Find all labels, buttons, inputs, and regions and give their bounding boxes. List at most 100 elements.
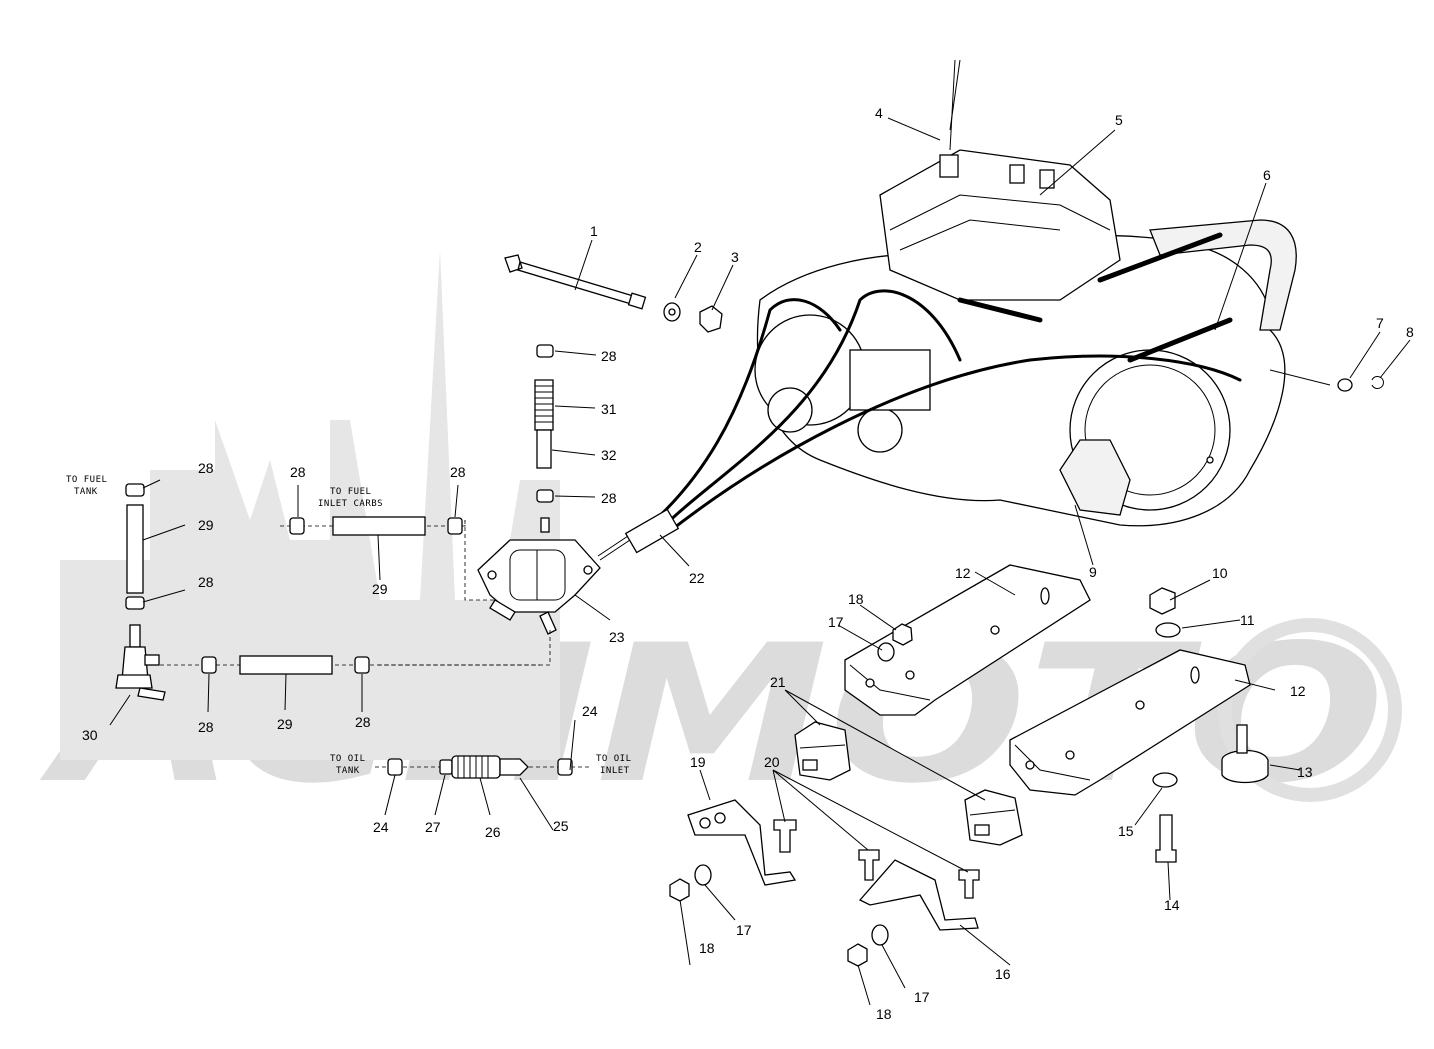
notes: TO FUEL TANK TO FUEL INLET CARBS TO OIL …: [66, 475, 632, 776]
callout-18c: 18: [876, 1006, 892, 1022]
callout-6: 6: [1263, 167, 1271, 183]
callout-17c: 17: [914, 989, 930, 1005]
callout-28e: 28: [290, 464, 306, 480]
fuel-tank-line: [115, 483, 166, 701]
clamp-24-left: [387, 758, 403, 776]
callout-28c: 28: [198, 460, 214, 476]
damper-13: [1221, 749, 1269, 784]
callout-8: 8: [1406, 324, 1414, 340]
washer-17-left: [694, 864, 712, 886]
callout-19: 19: [690, 754, 706, 770]
clamp-28-supply-left: [201, 656, 217, 674]
callout-26: 26: [485, 824, 501, 840]
washer-17-bottom: [871, 924, 889, 946]
hardware: [669, 587, 1269, 967]
clamp-28-top: [536, 344, 554, 358]
callout-15: 15: [1118, 823, 1134, 839]
mount-plates: [844, 564, 1251, 796]
callout-22: 22: [689, 570, 705, 586]
nut-3: [699, 305, 723, 333]
leader-lines: [109, 117, 1411, 1006]
callout-7: 7: [1376, 315, 1384, 331]
callout-17b: 17: [736, 922, 752, 938]
stud-14: [1155, 814, 1177, 863]
fuel-pump-assembly: [375, 344, 601, 666]
callout-30: 30: [82, 727, 98, 743]
callout-31: 31: [601, 401, 617, 417]
fuel-line-29-supply: [239, 655, 333, 675]
callout-29b: 29: [372, 581, 388, 597]
bolt-20b: [858, 849, 880, 881]
fitting-25: [499, 758, 529, 776]
callout-12a: 12: [955, 565, 971, 581]
recoil-bracket: [1059, 439, 1131, 516]
note-fuel-inlet-1: TO FUEL: [330, 487, 371, 497]
callout-9: 9: [1089, 564, 1097, 580]
bolt-20c: [958, 869, 980, 899]
callout-17a: 17: [828, 614, 844, 630]
nut-18-top: [892, 623, 913, 646]
callout-24b: 24: [373, 819, 389, 835]
fitting-27: [439, 759, 453, 775]
watermark-skyline-icon: [60, 250, 560, 760]
washer-7: [1337, 378, 1353, 392]
rubber-mount-21a: [794, 721, 851, 781]
fuel-supply-line: [160, 655, 540, 675]
clamp-28-tank-top: [125, 483, 145, 497]
fitting-32: [536, 429, 552, 469]
note-oil-tank-1: TO OIL: [330, 754, 366, 764]
bracket-19: [687, 799, 797, 886]
note-fuel-tank-1: TO FUEL: [66, 475, 107, 485]
callout-10: 10: [1212, 565, 1228, 581]
engine-assembly: [597, 59, 1384, 561]
callout-23: 23: [609, 629, 625, 645]
clamp-28-tank-bottom: [125, 596, 145, 610]
carb-inlet-line: [280, 516, 466, 536]
nut-18-bottom: [847, 943, 868, 967]
note-oil-tank-2: TANK: [336, 766, 360, 776]
callout-28h: 28: [355, 714, 371, 730]
cylinder-head: [879, 149, 1121, 301]
note-fuel-tank-2: TANK: [74, 487, 98, 497]
callout-28b: 28: [601, 490, 617, 506]
callout-5: 5: [1115, 112, 1123, 128]
callout-13: 13: [1297, 764, 1313, 780]
washer-15: [1152, 772, 1178, 788]
callout-4: 4: [875, 105, 883, 121]
fuel-line-29-carb: [332, 516, 426, 536]
nut-18-left: [669, 878, 690, 902]
washer-17-top: [877, 642, 895, 662]
fuel-line-29-tank: [126, 504, 144, 594]
callout-28g: 28: [198, 719, 214, 735]
callout-28a: 28: [601, 348, 617, 364]
callout-27: 27: [425, 819, 441, 835]
callout-21: 21: [770, 674, 786, 690]
callout-12b: 12: [1290, 683, 1306, 699]
lower-brackets: [687, 799, 980, 931]
clamp-28-supply-right: [354, 656, 370, 674]
clamp-28-carb-left: [289, 517, 305, 535]
callout-3: 3: [731, 249, 739, 265]
oil-line: [375, 755, 590, 779]
callout-1: 1: [590, 223, 598, 239]
callout-29a: 29: [198, 517, 214, 533]
nut-10: [1149, 587, 1176, 615]
callout-28f: 28: [450, 464, 466, 480]
callout-14: 14: [1164, 897, 1180, 913]
clamp-28-mid: [536, 489, 554, 503]
callout-25: 25: [553, 818, 569, 834]
note-oil-inlet-1: TO OIL: [596, 754, 632, 764]
note-oil-inlet-2: INLET: [600, 766, 630, 776]
callout-28d: 28: [198, 574, 214, 590]
engine-bolt-set: [504, 254, 723, 333]
callout-29c: 29: [277, 716, 293, 732]
bolt-1: [504, 254, 641, 307]
washer-11: [1155, 622, 1181, 638]
wire-connector: [624, 508, 680, 554]
callout-24a: 24: [582, 703, 598, 719]
watermark-wheel-icon: [1218, 618, 1402, 802]
bracket-16: [858, 859, 979, 931]
note-fuel-inlet-2: INLET CARBS: [318, 499, 383, 509]
callout-32: 32: [601, 447, 617, 463]
